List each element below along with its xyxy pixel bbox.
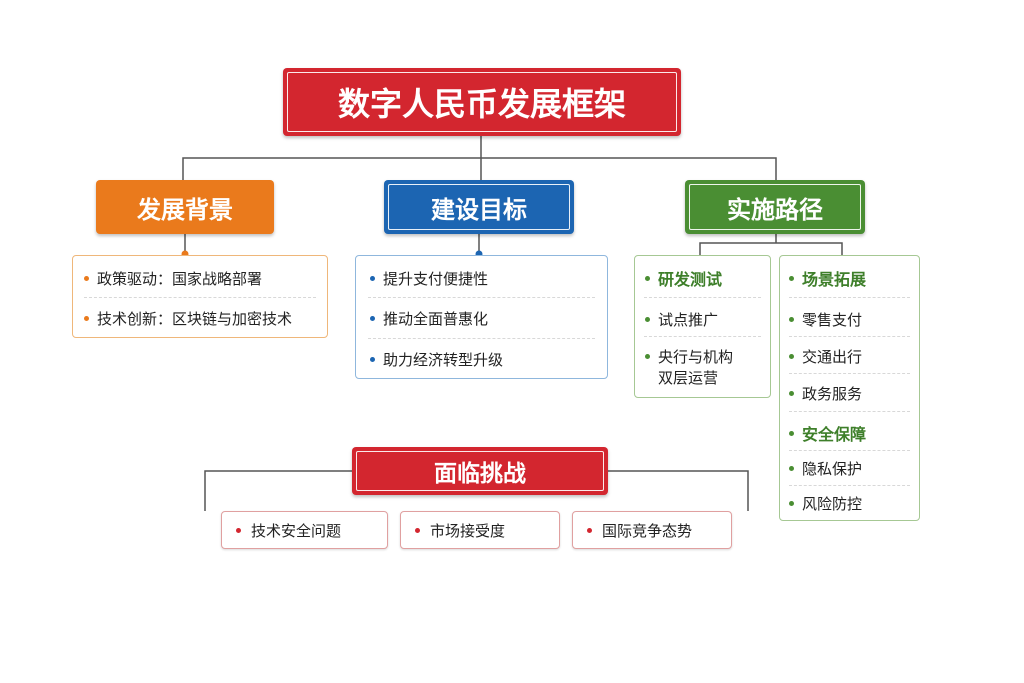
divider	[789, 297, 910, 298]
scenarios-item: 零售支付	[789, 308, 862, 330]
security-heading-text: 安全保障	[802, 425, 867, 444]
bullet-dot	[370, 356, 375, 362]
goals-item-text: 推动全面普惠化	[383, 309, 489, 328]
background-item-text: 技术创新：区块链与加密技术	[97, 309, 293, 328]
background-item: 政策驱动：国家战略部署	[84, 267, 262, 289]
bullet-dot	[84, 315, 89, 321]
background-label: 发展背景	[137, 195, 233, 224]
rd-item-text: 双层运营	[658, 368, 719, 387]
goals-item-text: 提升支付便捷性	[383, 269, 489, 288]
bullet-dot	[84, 275, 89, 281]
divider	[789, 485, 910, 486]
rd-item: 央行与机构	[645, 345, 733, 367]
bullet-dot	[789, 465, 794, 471]
bullet-dot	[370, 315, 375, 321]
bullet-dot	[789, 390, 794, 396]
divider	[84, 297, 316, 298]
rd-item-continuation: 双层运营	[658, 366, 718, 388]
rd-panel	[634, 255, 771, 398]
divider	[368, 297, 595, 298]
bullet-dot	[236, 527, 241, 533]
bullet-dot	[789, 430, 794, 436]
scenarios-panel	[779, 255, 920, 521]
background-item-text: 政策驱动：国家战略部署	[97, 269, 263, 288]
challenge-item-text: 国际竞争态势	[602, 521, 693, 540]
bullet-dot	[587, 527, 592, 533]
challenge-item-text: 市场接受度	[430, 521, 506, 540]
scenarios-item: 政务服务	[789, 382, 862, 404]
scenarios-heading: 场景拓展	[789, 266, 866, 290]
rd-heading-text: 研发测试	[658, 270, 723, 289]
connector-title-to-categories	[182, 136, 777, 180]
divider	[644, 297, 761, 298]
rd-item: 试点推广	[645, 308, 718, 330]
rd-heading: 研发测试	[645, 266, 722, 290]
bullet-dot	[415, 527, 420, 533]
divider	[789, 336, 910, 337]
security-item: 隐私保护	[789, 457, 862, 479]
bullet-dot	[789, 353, 794, 359]
security-item-text: 隐私保护	[802, 459, 863, 478]
goals-item-text: 助力经济转型升级	[383, 350, 504, 369]
scenarios-heading-text: 场景拓展	[802, 270, 867, 289]
bullet-dot	[645, 353, 650, 359]
scenarios-item-text: 政务服务	[802, 384, 863, 403]
rd-item-text: 试点推广	[658, 310, 719, 329]
background-panel	[72, 255, 328, 338]
path-label: 实施路径	[727, 195, 823, 224]
scenarios-item: 交通出行	[789, 345, 862, 367]
challenges-header: 面临挑战	[352, 447, 608, 495]
rd-item-text: 央行与机构	[658, 347, 734, 366]
goals-item: 提升支付便捷性	[370, 267, 488, 289]
challenge-item: 市场接受度	[400, 511, 560, 549]
divider	[789, 450, 910, 451]
goals-header: 建设目标	[384, 180, 574, 234]
bullet-dot	[645, 316, 650, 322]
bullet-dot	[789, 500, 794, 506]
background-header: 发展背景	[96, 180, 274, 234]
bullet-dot	[645, 275, 650, 281]
divider	[789, 411, 910, 412]
bullet-dot	[370, 275, 375, 281]
challenge-item: 技术安全问题	[221, 511, 388, 549]
scenarios-item-text: 零售支付	[802, 310, 863, 329]
divider	[789, 373, 910, 374]
security-item-text: 风险防控	[802, 494, 863, 513]
scenarios-item-text: 交通出行	[802, 347, 863, 366]
connector-path-to-panels	[699, 234, 843, 255]
goals-item: 助力经济转型升级	[370, 348, 503, 370]
goals-item: 推动全面普惠化	[370, 307, 488, 329]
divider	[644, 336, 761, 337]
connector-challenges-to-chips	[204, 470, 749, 511]
security-heading: 安全保障	[789, 421, 866, 445]
bullet-dot	[789, 275, 794, 281]
goals-panel	[355, 255, 608, 379]
divider	[368, 338, 595, 339]
security-item: 风险防控	[789, 492, 862, 514]
main-title-box: 数字人民币发展框架	[283, 68, 681, 136]
challenges-label: 面临挑战	[434, 461, 526, 487]
bullet-dot	[789, 316, 794, 322]
main-title: 数字人民币发展框架	[337, 85, 626, 123]
challenge-item: 国际竞争态势	[572, 511, 732, 549]
goals-label: 建设目标	[431, 195, 527, 224]
challenge-item-text: 技术安全问题	[251, 521, 342, 540]
background-item: 技术创新：区块链与加密技术	[84, 307, 292, 329]
path-header: 实施路径	[685, 180, 865, 234]
